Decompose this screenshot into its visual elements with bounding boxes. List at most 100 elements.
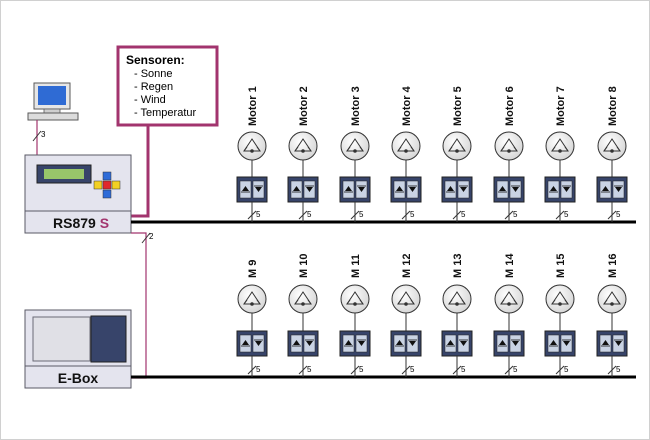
bus-feed-tick [350,365,360,375]
motor-unit: Motor 25 [287,86,319,222]
sensor-box-title: Sensoren: [126,53,185,67]
bus-feed-count: 5 [359,210,364,219]
motor-label: Motor 1 [247,86,259,126]
motor-symbol-icon [288,131,318,161]
ebox-label: E-Box [58,370,99,386]
motor-unit: Motor 6 5 [493,86,525,222]
up-down-switch-icon [441,330,473,357]
motor-label: Motor 7 [555,86,567,126]
motor-unit: Motor 1 5 [236,86,268,222]
motor-label: Motor 4 [401,85,413,126]
bus-feed-count: 5 [359,365,364,374]
bus-feed-count: 5 [513,365,518,374]
bus-feed-count: 5 [564,210,569,219]
controller-rs879: RS879 S [24,154,132,234]
motor-unit: M 14 5 [493,253,525,377]
computer-link-tick [32,130,42,142]
bus-feed-tick [452,365,462,375]
up-down-switch-icon [287,330,319,357]
motor-symbol-icon [442,131,472,161]
motor-unit: M 9 5 [236,260,268,377]
motor-symbol-icon [391,131,421,161]
bus-feed-tick [298,365,308,375]
motor-label: M 10 [298,254,310,278]
up-down-switch-icon [236,330,268,357]
motor-symbol-icon [340,131,370,161]
motor-label: M 9 [247,260,259,278]
ebox-link-tick [141,232,151,244]
up-down-switch-icon [339,330,371,357]
bus-feed-tick [452,210,462,220]
up-down-switch-icon [596,176,628,203]
motor-symbol-icon [545,284,575,314]
motor-unit: Motor 3 5 [339,86,371,222]
bus-feed-count: 5 [564,365,569,374]
up-down-switch-icon [390,330,422,357]
bus-feed-tick [247,365,257,375]
motor-symbol-icon [597,284,627,314]
motor-label: M 16 [607,254,619,278]
bus-feed-tick [350,210,360,220]
up-down-switch-icon [544,176,576,203]
sensor-link-line [131,125,150,218]
motor-symbol-icon [545,131,575,161]
bus-feed-count: 5 [256,365,261,374]
motor-symbol-icon [288,284,318,314]
bus-feed-tick [607,210,617,220]
sensor-item-sonne: - Sonne [134,68,173,80]
bus-feed-count: 5 [461,210,466,219]
controller-label-suffix: S [100,215,109,231]
controller-label: RS879 S [53,215,109,231]
bus-feed-count: 5 [616,365,621,374]
motor-unit: Motor 7 5 [544,86,576,222]
motor-label: M 12 [401,254,413,278]
colored-keypad-icon [93,171,121,199]
up-down-switch-icon [287,176,319,203]
motor-symbol-icon [494,284,524,314]
up-down-switch-icon [339,176,371,203]
up-down-switch-icon [236,176,268,203]
motor-symbol-icon [340,284,370,314]
motor-label: M 11 [350,254,362,278]
up-down-switch-icon [544,330,576,357]
motor-unit: Motor 55 [441,86,473,222]
up-down-switch-icon [390,176,422,203]
bus-feed-tick [247,210,257,220]
up-down-switch-icon [493,176,525,203]
motor-label: Motor 3 [350,86,362,126]
motor-unit: M 11 5 [339,254,371,377]
bus-feed-count: 5 [256,210,261,219]
motor-unit: M 15 5 [544,254,576,377]
motor-label: M 15 [555,254,567,278]
motor-unit: Motor 4 5 [390,85,422,222]
motor-unit: M 12 5 [390,254,422,377]
bus-feed-count: 5 [410,210,415,219]
bus-feed-tick [555,210,565,220]
up-down-switch-icon [441,176,473,203]
bus-feed-tick [401,210,411,220]
motor-unit: Motor 85 [596,86,628,222]
motor-unit: M 105 [287,254,319,377]
ebox: E-Box [24,309,132,389]
motor-label: M 14 [504,253,516,278]
motor-unit: M 16 5 [596,254,628,377]
bus-feed-tick [504,365,514,375]
bus-feed-tick [401,365,411,375]
motor-symbol-icon [237,284,267,314]
sensor-item-regen: - Regen [134,81,173,93]
bus-feed-count: 5 [513,210,518,219]
bus-feed-tick [298,210,308,220]
bus-feed-count: 5 [410,365,415,374]
motor-label: Motor 6 [504,86,516,126]
motor-symbol-icon [391,284,421,314]
motor-symbol-icon [494,131,524,161]
bus-feed-tick [607,365,617,375]
motor-label: M 13 [452,254,464,278]
motor-symbol-icon [237,131,267,161]
motor-label: Motor 8 [607,86,619,126]
motor-symbol-icon [442,284,472,314]
computer-link-count: 3 [41,130,46,139]
